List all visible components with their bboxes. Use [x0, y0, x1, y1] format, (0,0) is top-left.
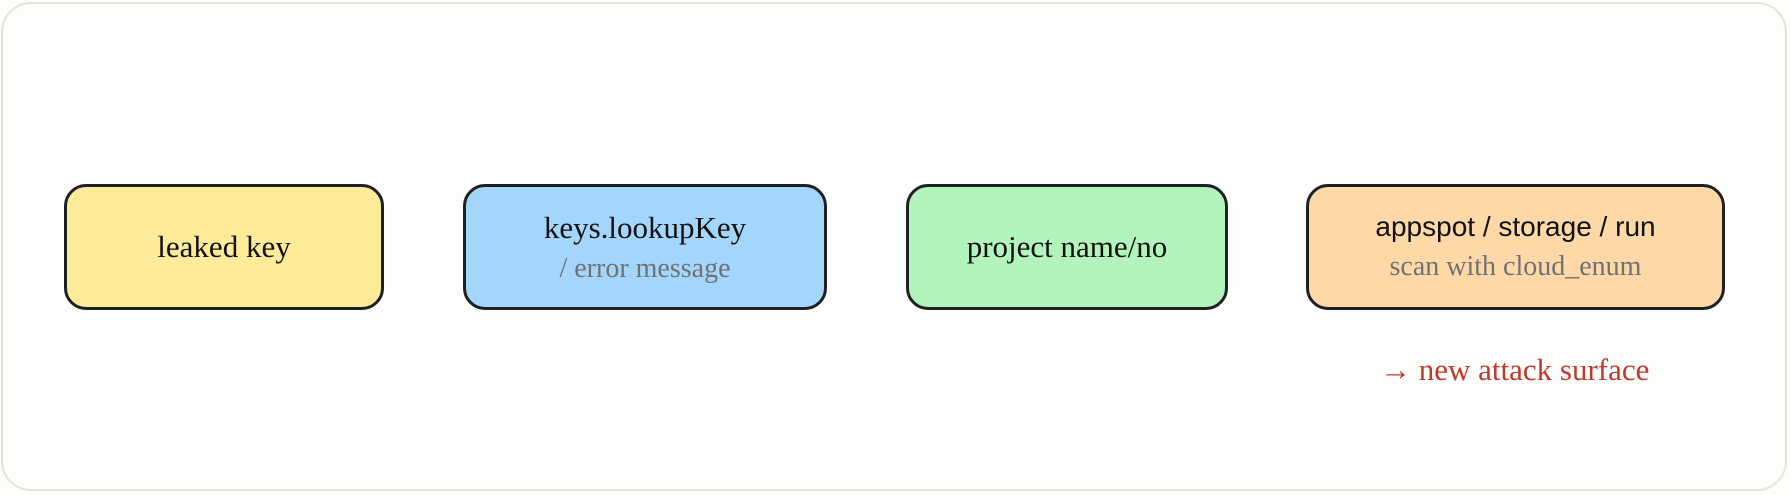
arrow-right-icon: → — [1380, 352, 1411, 387]
node-leaked-key: leaked key — [64, 184, 384, 310]
node-leaked-key-label: leaked key — [157, 229, 291, 265]
node-attack-surfaces-sublabel: scan with cloud_enum — [1389, 251, 1642, 282]
node-lookup-key: keys.lookupKey / error message — [463, 184, 827, 310]
new-attack-surface-annotation: → new attack surface — [1380, 352, 1649, 388]
node-attack-surfaces: appspot / storage / run scan with cloud_… — [1306, 184, 1725, 310]
node-project-label: project name/no — [966, 229, 1168, 265]
node-attack-surfaces-label: appspot / storage / run — [1375, 211, 1656, 243]
annotation-text: new attack surface — [1418, 352, 1650, 387]
node-lookup-key-sublabel: / error message — [559, 252, 731, 284]
node-lookup-key-label: keys.lookupKey — [543, 209, 747, 245]
node-project: project name/no — [906, 184, 1228, 310]
